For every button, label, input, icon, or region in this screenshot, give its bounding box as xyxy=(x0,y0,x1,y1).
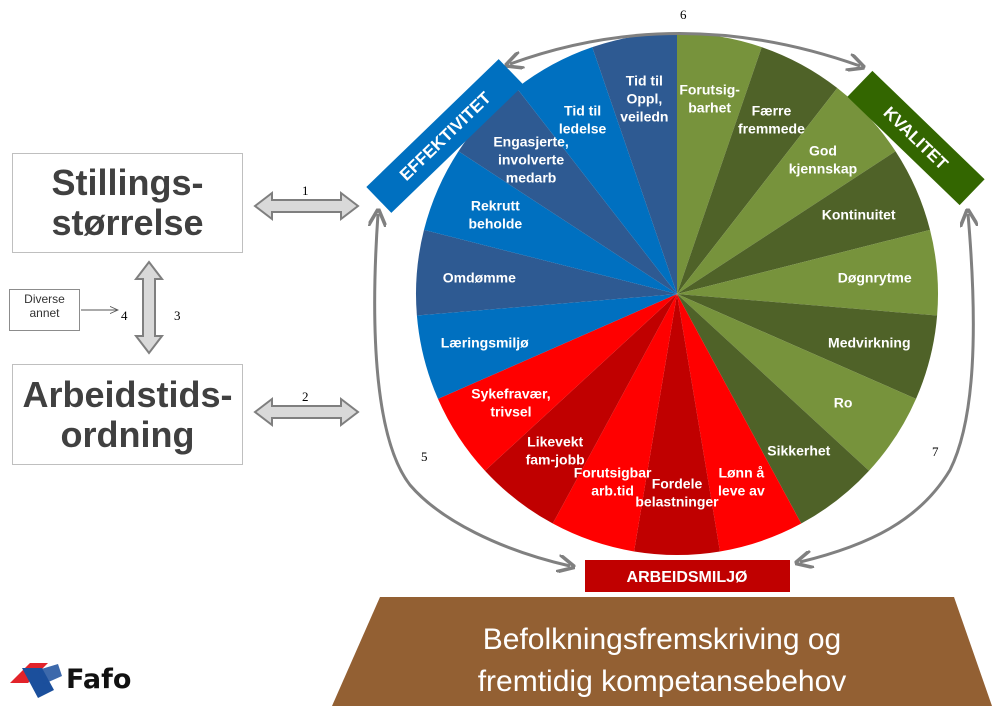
arrow-number-1: 1 xyxy=(302,183,309,198)
wheel-segment-label: kjennskap xyxy=(789,161,857,177)
stillingsstorrelse-box: Stillings- størrelse xyxy=(12,153,243,253)
wheel-segment-label: Tid til xyxy=(564,103,601,119)
arbeidsmiljo-text: ARBEIDSMILJØ xyxy=(627,569,748,586)
base-trapezoid xyxy=(332,597,992,706)
wheel-segment-label: arb.tid xyxy=(591,483,634,499)
wheel-segment-label: Kontinuitet xyxy=(822,206,896,222)
arrow-7-kvalitet-arbeidsmiljo xyxy=(800,214,973,562)
wheel-segment xyxy=(634,294,720,555)
arbeidsmiljo-label xyxy=(585,560,790,592)
wheel-segment-label: fremmede xyxy=(738,121,805,137)
wheel-segment-label: Ro xyxy=(834,394,853,410)
wheel-segment-label: Læringsmiljø xyxy=(441,335,529,351)
wheel-segment-label: veiledn xyxy=(620,108,668,124)
arbeidstidsordning-box: Arbeidstids- ordning xyxy=(12,364,243,465)
wheel-segment-label: Lønn å xyxy=(718,465,764,481)
wheel-segment-label: Sykefravær, xyxy=(471,385,550,401)
wheel-segment xyxy=(552,294,677,552)
fafo-logo-text: Fafo xyxy=(66,664,132,695)
wheel-segment xyxy=(677,47,838,295)
wheel-segment-label: Fordele xyxy=(652,475,703,491)
double-arrow-1 xyxy=(253,190,360,222)
wheel-segment xyxy=(516,47,677,295)
wheel-segment-label: Likevekt xyxy=(527,434,583,450)
double-arrow-2 xyxy=(253,396,360,428)
wheel-segment xyxy=(677,88,896,294)
wheel-segment-label: Forutsig- xyxy=(679,81,740,97)
wheel-segment-label: God xyxy=(809,143,837,159)
arrow-number-4: 4 xyxy=(121,308,128,323)
arrow-5-effektivitet-arbeidsmiljo xyxy=(375,214,570,566)
base-line1: Befolkningsfremskriving og xyxy=(483,623,842,656)
wheel-segment xyxy=(592,33,677,294)
wheel-segment-label: trivsel xyxy=(490,403,531,419)
arbeidstidsordning-line1: Arbeidstids- xyxy=(22,373,233,415)
wheel-segment-label: Oppl, xyxy=(626,90,662,106)
arrow-number-6: 6 xyxy=(680,7,687,22)
wheel-segment-label: Engasjerte, xyxy=(493,134,568,150)
arrow-number-3: 3 xyxy=(174,308,181,323)
base-line2: fremtidig kompetansebehov xyxy=(478,665,847,698)
wheel-segment-label: beholde xyxy=(469,215,523,231)
diverse-annet-box: Diverse annet xyxy=(9,289,80,331)
diverse-line1: Diverse xyxy=(24,292,65,306)
double-arrow-3 xyxy=(133,260,165,355)
stillingsstorrelse-line1: Stillings- xyxy=(51,162,204,203)
arrow-number-2: 2 xyxy=(302,389,309,404)
wheel-segment-label: Sikkerhet xyxy=(767,443,830,459)
wheel-segment-label: Medvirkning xyxy=(828,335,910,351)
wheel-segment xyxy=(677,33,762,294)
arbeidstidsordning-line2: ordning xyxy=(60,413,195,455)
wheel-segment-label: medarb xyxy=(506,170,557,186)
wheel-segment-label: leve av xyxy=(718,483,765,499)
wheel-segment-label: Forutsigbar xyxy=(574,465,652,481)
wheel-segment-label: Rekrutt xyxy=(471,197,520,213)
wheel-segment-label: Færre xyxy=(752,103,792,119)
wheel-segment-label: Omdømme xyxy=(443,270,516,286)
stillingsstorrelse-line2: størrelse xyxy=(51,202,204,243)
wheel-segment-label: Tid til xyxy=(626,72,663,88)
wheel-segment-label: ledelse xyxy=(559,121,607,137)
wheel-segment xyxy=(458,88,677,294)
wheel-segment-label: involverte xyxy=(498,152,564,168)
diverse-line2: annet xyxy=(29,306,60,320)
fafo-logo-icon xyxy=(10,663,62,698)
wheel-segment-label: fam-jobb xyxy=(526,452,585,468)
wheel-segment-label: belastninger xyxy=(635,493,719,509)
wheel-segment-label: barhet xyxy=(688,99,731,115)
wheel-segment-label: Døgnrytme xyxy=(838,270,912,286)
wheel-segment xyxy=(677,294,802,552)
arrow-6-effektivitet-kvalitet xyxy=(510,32,860,66)
